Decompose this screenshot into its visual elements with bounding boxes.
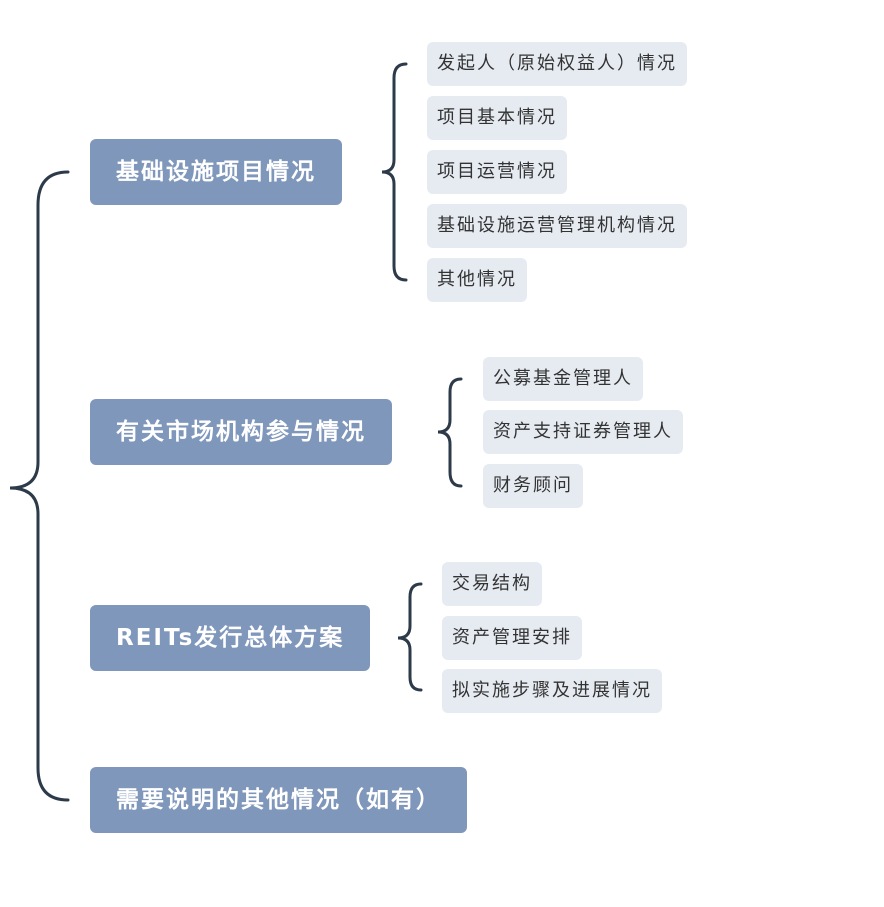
leaf-financial-advisor: 财务顾问	[483, 464, 583, 508]
leaf-abs-manager: 资产支持证券管理人	[483, 410, 683, 454]
leaf-fund-manager: 公募基金管理人	[483, 357, 643, 401]
branch-infrastructure-project: 基础设施项目情况	[90, 139, 342, 205]
branch-reits-plan: REITs发行总体方案	[90, 605, 371, 671]
leaf-transaction-structure: 交易结构	[442, 562, 542, 606]
branch-1-bracket	[381, 62, 408, 282]
branch-3-bracket	[397, 582, 423, 692]
leaf-implementation-steps: 拟实施步骤及进展情况	[442, 669, 662, 713]
leaf-operator-institution: 基础设施运营管理机构情况	[427, 204, 687, 248]
leaf-sponsor-status: 发起人（原始权益人）情况	[427, 42, 687, 86]
branch-2-bracket	[437, 377, 463, 488]
leaf-project-operation: 项目运营情况	[427, 150, 567, 194]
leaf-asset-management: 资产管理安排	[442, 616, 582, 660]
leaf-other-status: 其他情况	[427, 258, 527, 302]
branch-market-institutions: 有关市场机构参与情况	[90, 399, 392, 465]
leaf-project-basic: 项目基本情况	[427, 96, 567, 140]
branch-other-notes: 需要说明的其他情况（如有）	[90, 767, 467, 833]
main-bracket	[9, 170, 70, 802]
